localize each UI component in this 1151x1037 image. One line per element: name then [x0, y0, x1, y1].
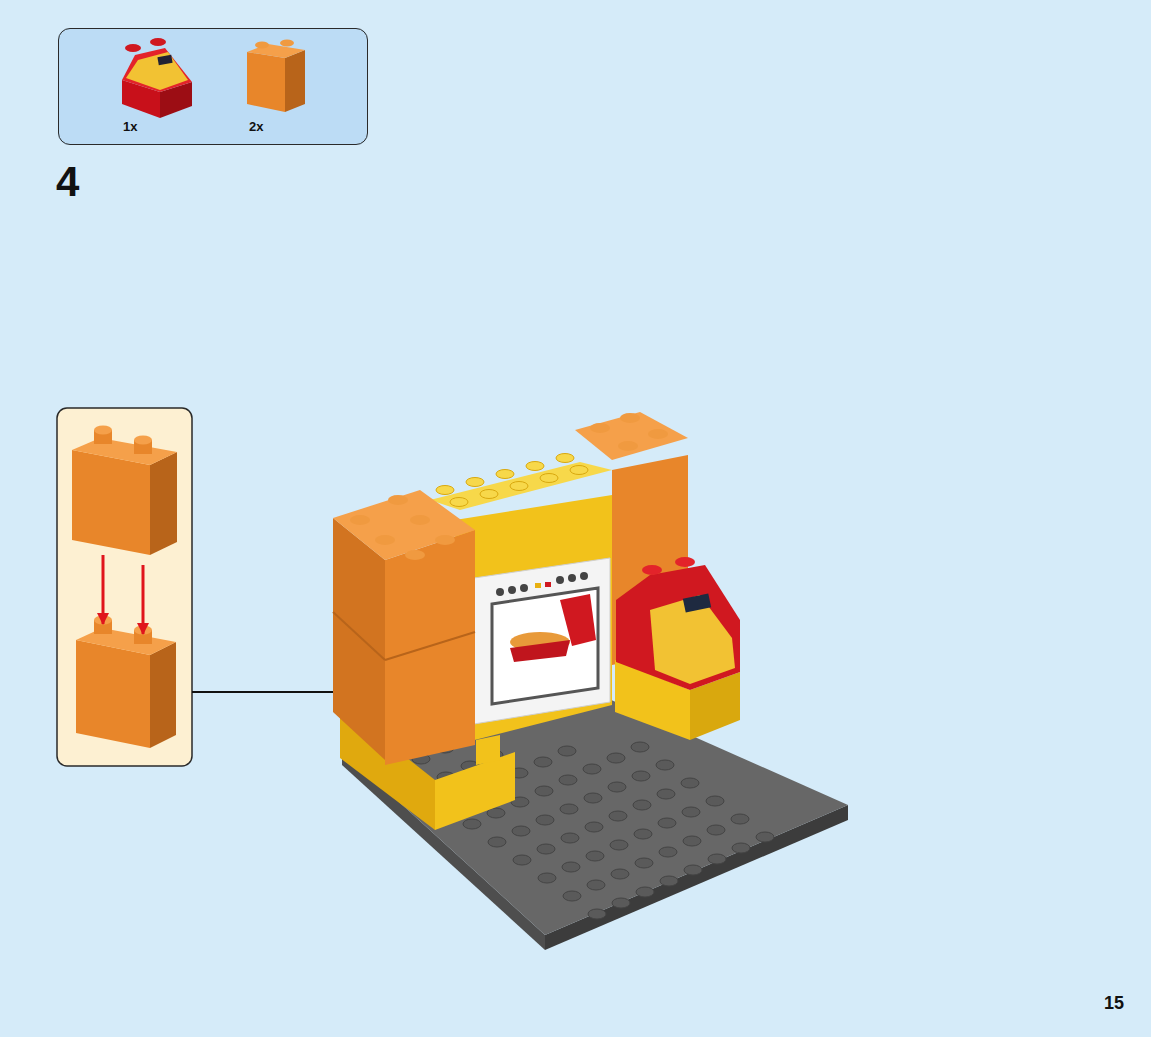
red-arrow	[102, 555, 105, 624]
stud	[608, 782, 626, 792]
stud	[631, 742, 649, 752]
stud	[658, 818, 676, 828]
page-number: 15	[1104, 993, 1124, 1014]
stud	[657, 789, 675, 799]
orange-brick	[247, 40, 305, 113]
stud	[487, 808, 505, 818]
callout-brick-bottom	[76, 616, 176, 749]
red-arrow	[142, 565, 145, 634]
stud	[612, 898, 630, 908]
stud	[534, 757, 552, 767]
wall-studs	[436, 454, 588, 507]
stud	[556, 454, 574, 463]
stud	[633, 800, 651, 810]
stud	[536, 815, 554, 825]
stud	[609, 811, 627, 821]
stud	[559, 775, 577, 785]
stud	[563, 891, 581, 901]
stud	[634, 829, 652, 839]
stud	[586, 851, 604, 861]
stud	[560, 804, 578, 814]
stud	[607, 753, 625, 763]
stud	[585, 822, 603, 832]
stud	[636, 887, 654, 897]
stud	[583, 764, 601, 774]
callout-brick-top	[72, 426, 177, 556]
orange-tower	[333, 490, 515, 830]
stud	[558, 746, 576, 756]
stud	[707, 825, 725, 835]
stud	[656, 760, 674, 770]
stud	[450, 498, 468, 507]
stud	[584, 793, 602, 803]
stud	[463, 819, 481, 829]
stud	[510, 482, 528, 491]
stud	[513, 855, 531, 865]
stud	[732, 843, 750, 853]
stud	[635, 858, 653, 868]
stud	[660, 876, 678, 886]
stud	[570, 466, 588, 475]
stud	[488, 837, 506, 847]
stud	[562, 862, 580, 872]
stud	[682, 807, 700, 817]
stud	[610, 840, 628, 850]
stud	[684, 865, 702, 875]
stud	[632, 771, 650, 781]
stud	[681, 778, 699, 788]
stud	[659, 847, 677, 857]
stud	[683, 836, 701, 846]
cash-register	[615, 557, 740, 740]
stud	[611, 869, 629, 879]
part-quantity: 2x	[249, 119, 263, 134]
stud	[436, 486, 454, 495]
stud	[535, 786, 553, 796]
parts-panel	[58, 28, 368, 145]
callout-box	[57, 408, 192, 766]
stud	[526, 462, 544, 471]
stud	[537, 844, 555, 854]
oven-panel	[474, 558, 610, 724]
stud	[756, 832, 774, 842]
stud	[480, 490, 498, 499]
stud	[706, 796, 724, 806]
stud	[512, 826, 530, 836]
part-quantity: 1x	[123, 119, 137, 134]
stud	[540, 474, 558, 483]
stud	[708, 854, 726, 864]
stud	[561, 833, 579, 843]
stud	[538, 873, 556, 883]
stud	[588, 909, 606, 919]
parts-list-panel: 1x 2x	[58, 28, 368, 145]
stud	[731, 814, 749, 824]
register-brick	[122, 38, 192, 118]
stud	[466, 478, 484, 487]
stud	[587, 880, 605, 890]
step-number: 4	[56, 158, 79, 206]
stud	[496, 470, 514, 479]
